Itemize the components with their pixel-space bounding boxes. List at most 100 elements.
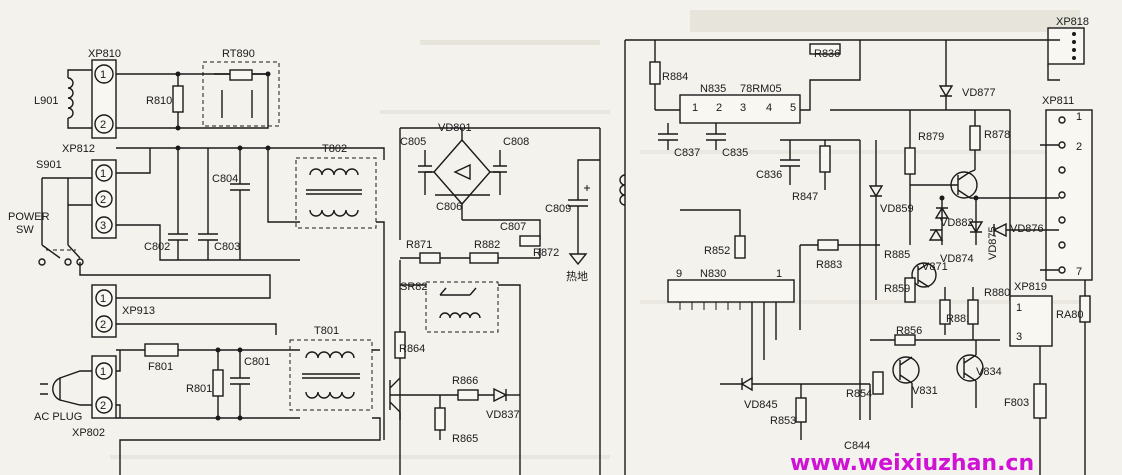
label-sw: SW [16, 224, 34, 236]
xp802-pin2: 2 [100, 400, 106, 412]
capacitor-c802 [168, 148, 188, 260]
label-r880: R880 [984, 287, 1010, 299]
regulator-n835 [679, 94, 801, 124]
resistor-r872 [519, 235, 541, 247]
transformer-t802 [295, 157, 377, 229]
fuse-f803 [1033, 383, 1047, 419]
fuse-f801 [144, 343, 179, 357]
resistor-r865 [434, 407, 446, 431]
n830-pin1: 1 [776, 268, 782, 280]
xp811-pin7: 7 [1076, 266, 1082, 278]
label-vd859: VD859 [880, 203, 914, 215]
connector-xp819 [1009, 295, 1053, 347]
n835-pin3: 3 [740, 102, 746, 114]
label-r810: R810 [146, 95, 172, 107]
label-c807: C807 [500, 221, 526, 233]
label-vd882: VD882 [940, 217, 974, 229]
watermark-text: www.weixiuzhan.cn [790, 451, 1034, 475]
label-vd875: VD875 [987, 226, 999, 260]
label-r866: R866 [452, 375, 478, 387]
connector-xp802 [91, 355, 117, 419]
label-vd877: VD877 [962, 87, 996, 99]
resistor-r853 [795, 397, 807, 423]
s901-pin3: 3 [100, 220, 106, 232]
label-r854: R854 [846, 388, 872, 400]
n835-pin2: 2 [716, 102, 722, 114]
label-r864: R864 [399, 343, 425, 355]
label-r881: R881 [946, 313, 972, 325]
label-power: POWER [8, 211, 50, 223]
s901-pin2: 2 [100, 194, 106, 206]
connector-xp913 [91, 284, 117, 338]
power-switch [38, 177, 92, 266]
label-l901: L901 [34, 95, 58, 107]
capacitor-c835 [706, 123, 726, 150]
label-xp818: XP818 [1056, 16, 1089, 28]
capacitor-c808 [493, 150, 507, 195]
label-c837: C837 [674, 147, 700, 159]
label-r865: R865 [452, 433, 478, 445]
xp811-terminals [1058, 116, 1066, 274]
label-c805: C805 [400, 136, 426, 148]
label-rt890: RT890 [222, 48, 255, 60]
transistor-driver [389, 377, 401, 420]
connector-xp811 [1045, 109, 1093, 281]
transformer-secondary [619, 174, 626, 206]
label-r878: R878 [984, 129, 1010, 141]
label-r847: R847 [792, 191, 818, 203]
label-r853: R853 [770, 415, 796, 427]
transistor-v871 [911, 262, 937, 288]
label-r883: R883 [816, 259, 842, 271]
diode-vd874 [928, 228, 944, 241]
relay-rt890 [202, 61, 280, 127]
resistor-r847 [819, 145, 831, 173]
xp811-pin1: 1 [1076, 111, 1082, 123]
capacitor-c809 [568, 185, 590, 248]
label-c802: C802 [144, 241, 170, 253]
label-xp819: XP819 [1014, 281, 1047, 293]
capacitor-c837 [658, 123, 678, 150]
capacitor-c805 [418, 150, 432, 195]
label-xp812: XP812 [62, 143, 95, 155]
resistor-r801 [212, 369, 224, 397]
label-r885: R885 [884, 249, 910, 261]
diode-vd845 [740, 376, 753, 392]
label-v834: V834 [976, 366, 1002, 378]
xp811-pin2: 2 [1076, 141, 1082, 153]
label-r882: R882 [474, 239, 500, 251]
resistor-r880 [967, 299, 979, 325]
label-f801: F801 [148, 361, 173, 373]
xp802-pin1: 1 [100, 366, 106, 378]
resistor-r879 [904, 147, 916, 175]
diode-vd859 [868, 185, 884, 198]
label-vd845: VD845 [744, 399, 778, 411]
coil-l901 [67, 69, 96, 129]
label-c835: C835 [722, 147, 748, 159]
label-r879: R879 [918, 131, 944, 143]
xp819-pin3: 3 [1016, 331, 1022, 343]
resistor-r856 [894, 334, 916, 346]
connector-xp818 [1047, 27, 1085, 65]
label-r872: R872 [533, 247, 559, 259]
xp810-pin2: 2 [100, 119, 106, 131]
resistor-r836 [809, 43, 841, 55]
n830-pin9: 9 [676, 268, 682, 280]
label-r856: R856 [896, 325, 922, 337]
diode-vd837 [493, 387, 508, 403]
label-v871: V871 [922, 261, 948, 273]
resistor-r852 [734, 235, 746, 259]
hot-ground-icon [568, 248, 588, 266]
label-c803: C803 [214, 241, 240, 253]
label-f803: F803 [1004, 397, 1029, 409]
label-t802: T802 [322, 143, 347, 155]
label-r836: R836 [814, 48, 840, 60]
transformer-t801 [289, 339, 373, 411]
label-c808: C808 [503, 136, 529, 148]
capacitor-c804 [230, 148, 250, 260]
transistor-v831 [892, 356, 920, 384]
label-xp810: XP810 [88, 48, 121, 60]
capacitor-c801 [230, 350, 250, 418]
label-r859: R859 [884, 283, 910, 295]
resistor-r878 [969, 125, 981, 151]
